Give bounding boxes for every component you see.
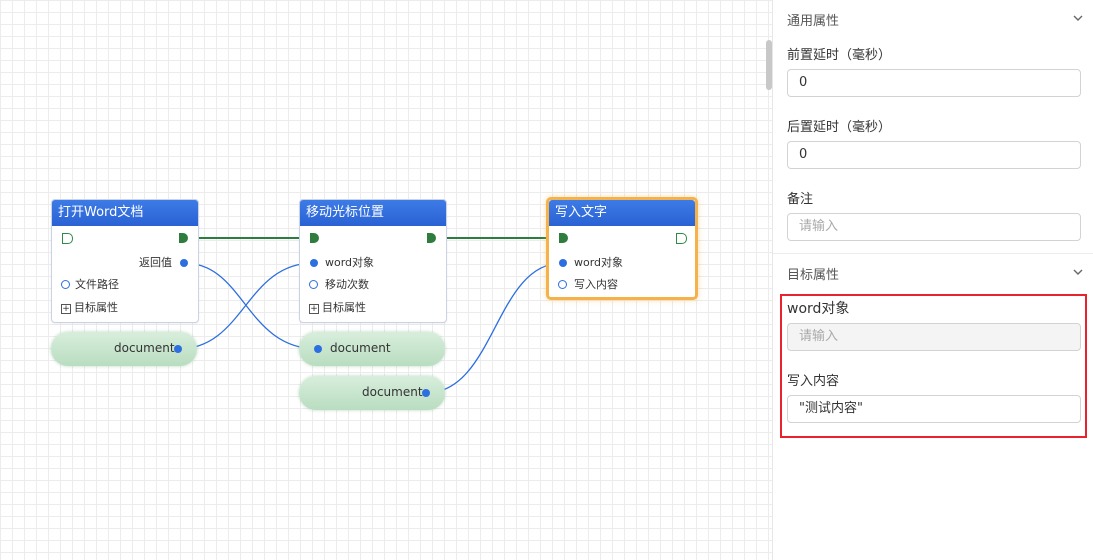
input-port[interactable] [309, 280, 318, 289]
content-input[interactable]: "测试内容" [787, 395, 1081, 423]
flow-out-port[interactable] [427, 233, 436, 243]
pill-port[interactable] [422, 389, 430, 397]
note-label: 备注 [787, 192, 814, 207]
input-port-filled[interactable] [310, 259, 318, 267]
word-object-label: word对象 [787, 301, 850, 317]
workflow-canvas[interactable]: 打开Word文档 返回值 文件路径 + 目标属性 移动光标位置 word对象 移… [0, 0, 772, 560]
expand-icon[interactable]: + [61, 304, 71, 314]
pre-delay-input[interactable]: 0 [787, 69, 1081, 97]
input-label: word对象 [574, 256, 624, 269]
output-port[interactable] [180, 259, 188, 267]
word-object-input[interactable]: 请输入 [787, 323, 1081, 351]
flow-in-port[interactable] [62, 233, 73, 244]
data-line-return-to-pill2 [183, 262, 319, 350]
node-move-cursor[interactable]: 移动光标位置 word对象 移动次数 + 目标属性 [299, 199, 447, 323]
canvas-scrollbar[interactable] [766, 40, 772, 90]
chevron-down-icon[interactable] [1072, 12, 1084, 24]
input-port[interactable] [61, 280, 70, 289]
flow-in-port[interactable] [310, 233, 319, 243]
variable-pill[interactable]: document [51, 332, 197, 366]
pill-label: document [330, 341, 391, 355]
content-label: 写入内容 [787, 374, 840, 389]
node-title: 打开Word文档 [52, 200, 198, 226]
flow-out-port[interactable] [179, 233, 188, 243]
input-label: word对象 [325, 256, 375, 269]
node-title: 移动光标位置 [300, 200, 446, 226]
expand-label[interactable]: 目标属性 [74, 301, 118, 314]
output-label: 返回值 [139, 256, 172, 269]
pill-port[interactable] [314, 345, 322, 353]
section-divider [773, 253, 1093, 254]
variable-pill[interactable]: document [299, 376, 445, 410]
pill-port[interactable] [174, 345, 182, 353]
flow-in-port[interactable] [559, 233, 568, 243]
expand-icon[interactable]: + [309, 304, 319, 314]
post-delay-input[interactable]: 0 [787, 141, 1081, 169]
input-port-filled[interactable] [559, 259, 567, 267]
general-section-title[interactable]: 通用属性 [787, 14, 840, 29]
chevron-down-icon[interactable] [1072, 266, 1084, 278]
input-label: 移动次数 [325, 278, 369, 291]
target-section-title[interactable]: 目标属性 [787, 268, 840, 283]
pill-label: document [114, 341, 175, 355]
expand-label[interactable]: 目标属性 [322, 301, 366, 314]
properties-panel: 通用属性 前置延时（毫秒） 0 后置延时（毫秒） 0 备注 请输入 目标属性 w… [772, 0, 1093, 560]
node-open-word[interactable]: 打开Word文档 返回值 文件路径 + 目标属性 [51, 199, 199, 323]
flow-out-port[interactable] [676, 233, 687, 244]
pill-label: document [362, 385, 423, 399]
pre-delay-label: 前置延时（毫秒） [787, 48, 892, 63]
input-label: 写入内容 [574, 278, 618, 291]
highlight-box [780, 294, 1087, 438]
input-port[interactable] [558, 280, 567, 289]
variable-pill[interactable]: document [299, 332, 445, 366]
note-input[interactable]: 请输入 [787, 213, 1081, 241]
node-write-text[interactable]: 写入文字 word对象 写入内容 [546, 197, 698, 300]
input-label: 文件路径 [75, 278, 119, 291]
post-delay-label: 后置延时（毫秒） [787, 120, 892, 135]
node-title: 写入文字 [549, 200, 695, 226]
